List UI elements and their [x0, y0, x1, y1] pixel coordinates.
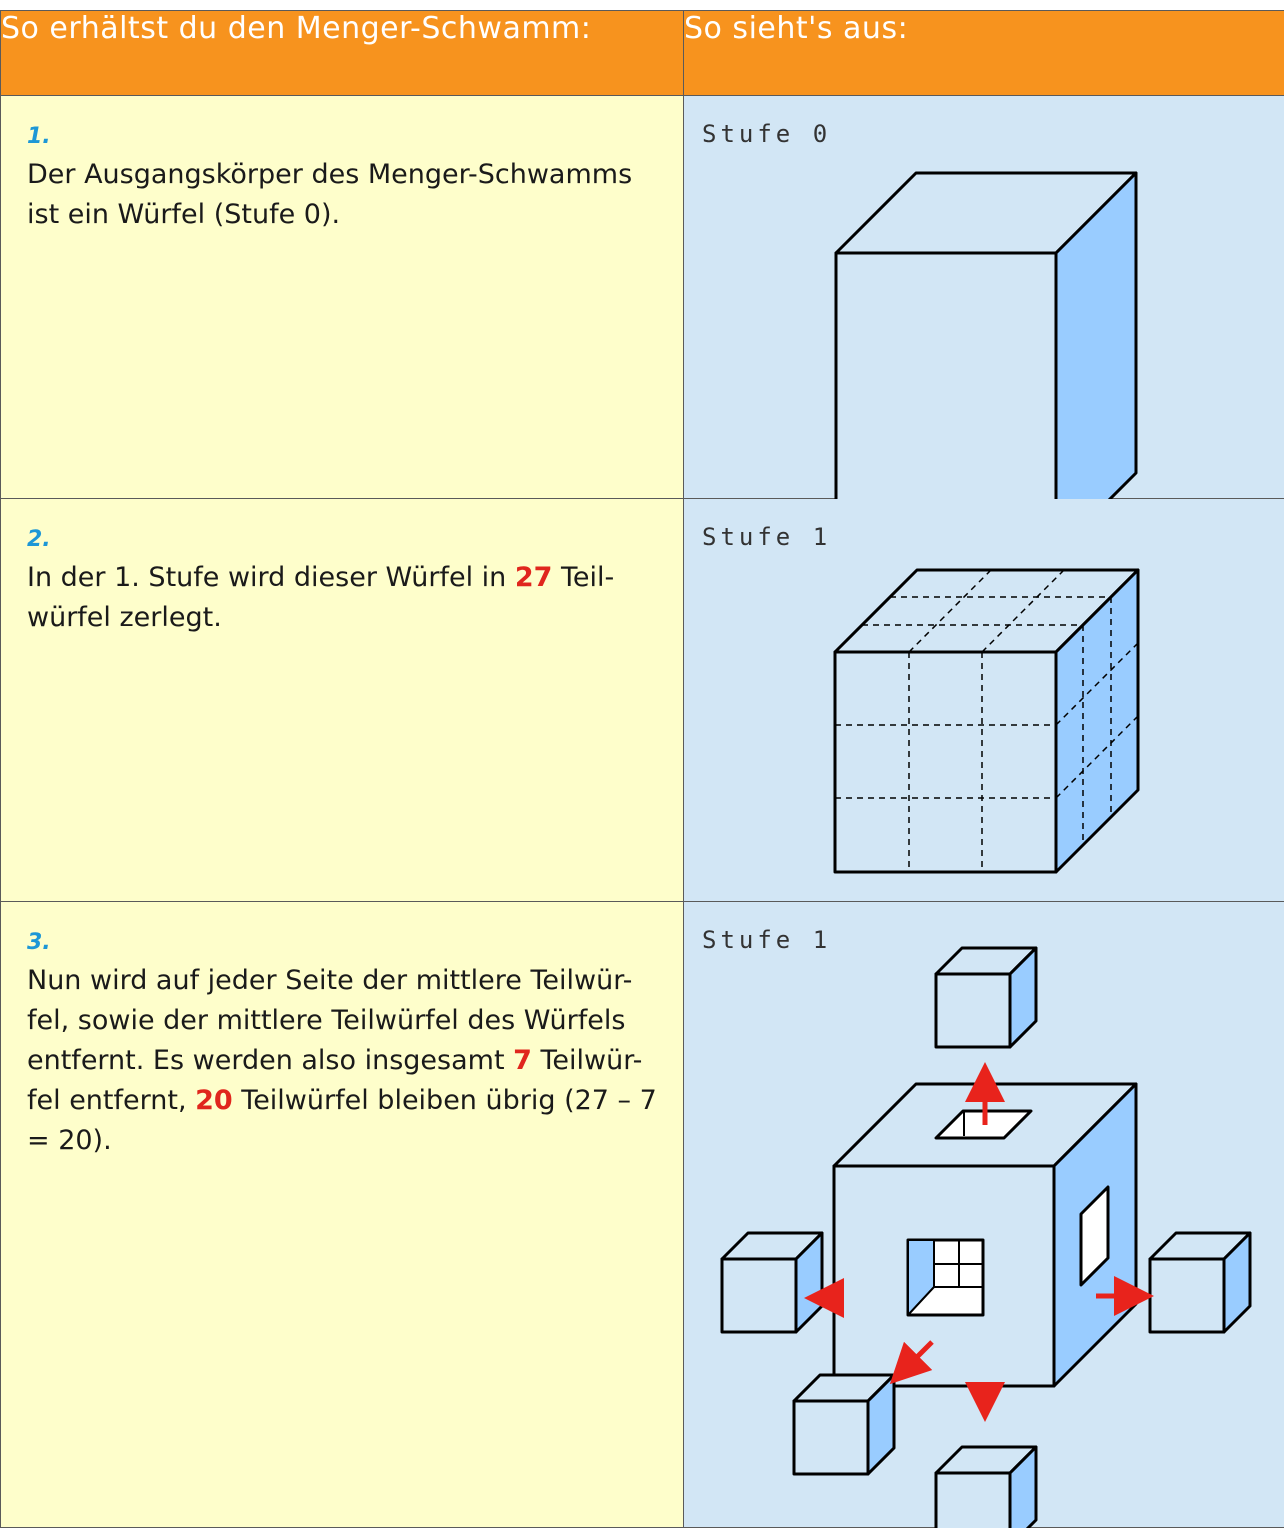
remaining-count: 20 [195, 1085, 233, 1116]
subcube-count: 27 [514, 562, 553, 593]
cube-stage-1-divided-figure [833, 568, 1140, 874]
step-2-number: 2. [27, 527, 51, 552]
step-2-text: In der 1. Stufe wird dieser Würfel in 27… [27, 558, 663, 638]
removed-subcube-right [1148, 1231, 1252, 1334]
removal-arrows [804, 1062, 1154, 1422]
step-1-number: 1. [27, 124, 51, 149]
step-1-text: Der Ausgangskörper des Menger-Schwamms i… [27, 159, 633, 230]
cube-front-face [834, 251, 1058, 499]
step-3-text-a: Nun wird auf jeder Seite der mittlere Te… [27, 965, 633, 1076]
step-3-text: Nun wird auf jeder Seite der mittlere Te… [27, 961, 663, 1161]
menger-table: So erhältst du den Menger-Schwamm: So si… [0, 10, 1284, 1528]
step-3-text-b: Teilwür-fel entfernt, [27, 1045, 643, 1116]
removed-count: 7 [513, 1045, 532, 1076]
step-2-stage-label: Stufe 1 [702, 523, 832, 551]
step-1-stage-label: Stufe 0 [702, 120, 832, 148]
removed-subcube-front [792, 1373, 896, 1476]
step-3-figure-cell: Stufe 1 [683, 901, 1284, 1528]
header-illustration: So sieht's aus: [683, 10, 1284, 96]
step-2-text-a: In der 1. Stufe wird dieser Würfel in [27, 562, 515, 593]
step-2-figure-cell: Stufe 1 [683, 498, 1284, 902]
step-3-stage-label: Stufe 1 [702, 926, 832, 954]
cube-front-face [833, 650, 1058, 874]
step-2-text-b: Teil-würfel zerlegt. [27, 562, 615, 633]
step-1-description-cell: 1. Der Ausgangskörper des Menger-Schwamm… [0, 95, 684, 499]
cube-stage-0-figure [834, 171, 1138, 499]
step-3-text-c: Teilwürfel bleiben übrig (27 – 7 = 20). [27, 1085, 657, 1156]
cube-stage-1-removal-figure [720, 946, 1252, 1528]
header-instructions: So erhältst du den Menger-Schwamm: [0, 10, 684, 96]
step-2-description-cell: 2. In der 1. Stufe wird dieser Würfel in… [0, 498, 684, 902]
removed-subcube-top [934, 946, 1038, 1049]
arrow-front [889, 1340, 934, 1385]
removed-subcube-bottom [934, 1445, 1038, 1528]
subdivision-dashed-lines [835, 569, 1139, 872]
step-1-figure-cell: Stufe 0 [683, 95, 1284, 499]
step-3-number: 3. [27, 930, 51, 955]
step-3-description-cell: 3. Nun wird auf jeder Seite der mittlere… [0, 901, 684, 1528]
removed-subcube-left [720, 1231, 824, 1334]
